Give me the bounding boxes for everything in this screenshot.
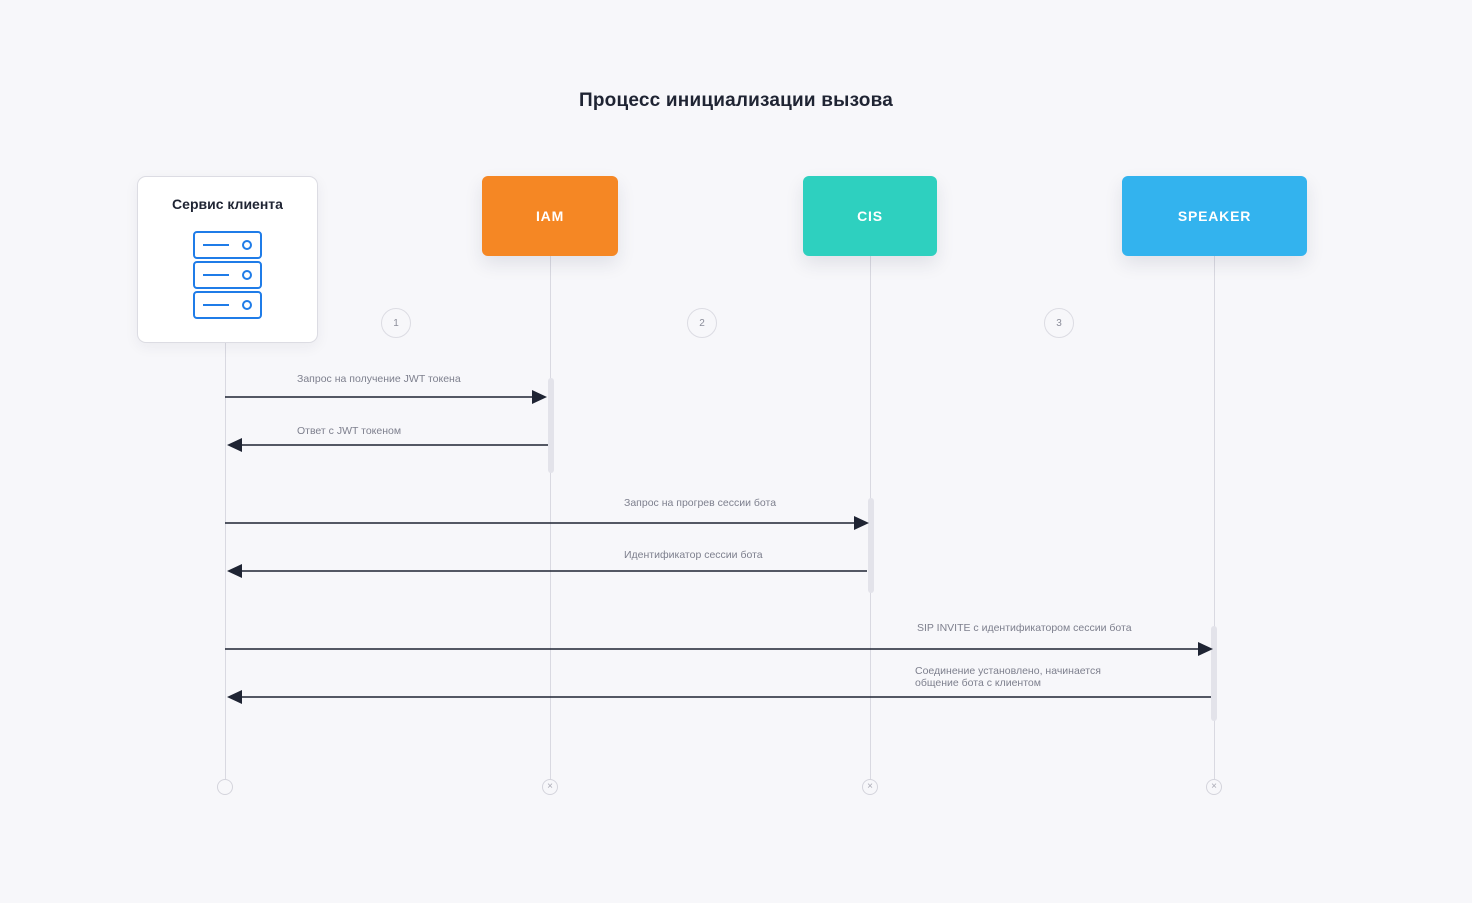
arrowhead-3 (854, 516, 869, 530)
actor-cis-box: CIS (803, 176, 937, 256)
step-marker-2: 2 (687, 308, 717, 338)
arrowhead-5 (1198, 642, 1213, 656)
diagram-title: Процесс инициализации вызова (579, 90, 893, 111)
message-label-6b: общение бота с клиентом (915, 677, 1041, 689)
arrowhead-6 (227, 690, 242, 704)
step-marker-1: 1 (381, 308, 411, 338)
lifeline-speaker (1214, 256, 1215, 779)
activation-iam (548, 378, 554, 473)
lifeline-iam (550, 256, 551, 779)
step-marker-3: 3 (1044, 308, 1074, 338)
actor-client-label: Сервис клиента (172, 196, 283, 212)
server-icon (193, 231, 262, 319)
message-label-1: Запрос на получение JWT токена (297, 373, 461, 385)
arrowhead-2 (227, 438, 242, 452)
message-label-2: Ответ с JWT токеном (297, 425, 402, 437)
message-label-3: Запрос на прогрев сессии бота (624, 497, 777, 509)
end-marker-speaker: × (1206, 779, 1222, 795)
actor-cis-label: CIS (857, 208, 883, 224)
message-label-6a: Соединение установлено, начинается (915, 665, 1101, 677)
activation-speaker (1211, 626, 1217, 721)
message-label-4: Идентификатор сессии бота (624, 549, 763, 561)
end-marker-iam: × (542, 779, 558, 795)
activation-cis (868, 498, 874, 593)
arrowhead-4 (227, 564, 242, 578)
message-label-5: SIP INVITE с идентификатором сессии бота (917, 622, 1132, 634)
lifeline-client (225, 343, 226, 779)
actor-speaker-label: SPEAKER (1177, 208, 1252, 224)
actor-client-box: Сервис клиента (137, 176, 318, 343)
actor-iam-box: IAM (482, 176, 618, 256)
end-marker-client (217, 779, 233, 795)
actor-speaker-box: SPEAKER (1122, 176, 1307, 256)
end-marker-cis: × (862, 779, 878, 795)
actor-iam-label: IAM (535, 208, 565, 224)
arrowhead-1 (532, 390, 547, 404)
